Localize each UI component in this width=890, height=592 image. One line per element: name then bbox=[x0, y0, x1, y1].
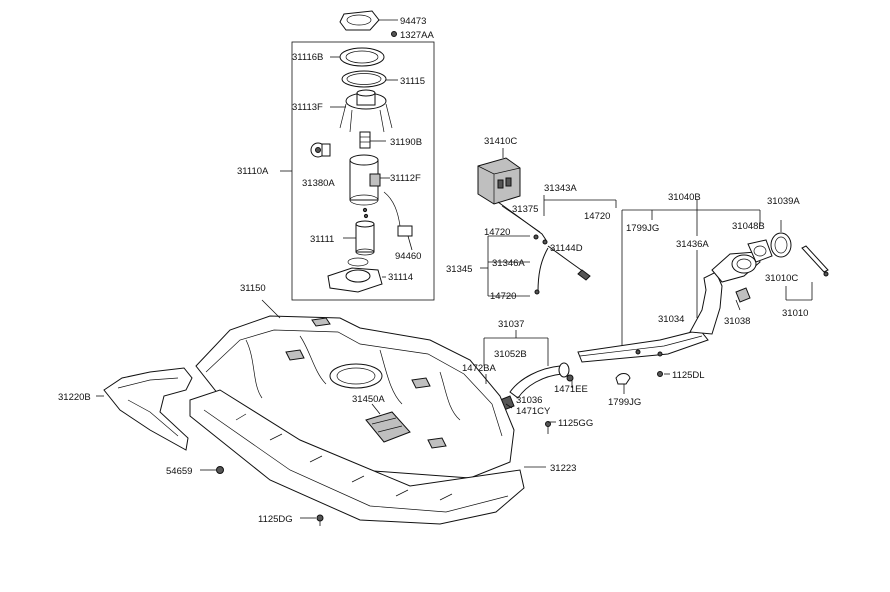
label-31116B: 31116B bbox=[292, 52, 323, 63]
label-31114: 31114 bbox=[388, 272, 413, 283]
label-1799JG-bottom: 1799JG bbox=[608, 397, 641, 408]
bolt-1125DL bbox=[657, 371, 663, 377]
label-31346A: 31346A bbox=[492, 258, 525, 269]
pad-31450A bbox=[365, 403, 411, 443]
label-31450A: 31450A bbox=[352, 394, 385, 405]
hose-31375 bbox=[497, 201, 548, 245]
label-31040B: 31040B bbox=[668, 192, 701, 203]
bracket-lines-31037 bbox=[483, 330, 549, 366]
label-31037: 31037 bbox=[498, 319, 524, 330]
bracket-lines-31343A bbox=[543, 195, 617, 216]
clip-1799JG bbox=[615, 373, 631, 394]
label-31380A: 31380A bbox=[302, 178, 335, 189]
label-31038: 31038 bbox=[724, 316, 750, 327]
hose-31144D bbox=[547, 245, 591, 281]
filler-neck-31036 bbox=[577, 251, 761, 363]
label-1327AA: 1327AA bbox=[400, 30, 434, 41]
label-31052B: 31052B bbox=[494, 349, 527, 360]
guard-31223 bbox=[189, 389, 546, 525]
clamp-1471EE bbox=[566, 374, 574, 382]
label-54659: 54659 bbox=[166, 466, 192, 477]
label-1125DL: 1125DL bbox=[672, 370, 705, 381]
label-31223: 31223 bbox=[550, 463, 576, 474]
label-14720-bottom: 14720 bbox=[490, 291, 516, 302]
tether-31010 bbox=[785, 245, 829, 301]
gasket-plate-31116B bbox=[330, 47, 385, 67]
bolt-1125DG bbox=[316, 514, 324, 526]
label-31112F: 31112F bbox=[390, 173, 421, 184]
bracket-31114 bbox=[327, 257, 386, 293]
bracket-lines-31345 bbox=[480, 235, 530, 297]
label-1471EE: 1471EE bbox=[554, 384, 588, 395]
label-1125DG: 1125DG bbox=[258, 514, 293, 525]
connector-31410C bbox=[477, 148, 521, 205]
label-31375: 31375 bbox=[512, 204, 538, 215]
label-31039A: 31039A bbox=[767, 196, 800, 207]
label-31115: 31115 bbox=[400, 76, 425, 87]
cap-31010C bbox=[770, 220, 792, 258]
filter-31190B bbox=[359, 131, 386, 149]
label-1125GG: 1125GG bbox=[558, 418, 593, 429]
label-31113F: 31113F bbox=[292, 102, 323, 113]
label-94460: 94460 bbox=[395, 251, 421, 262]
label-31111: 31111 bbox=[310, 234, 334, 245]
nut-54659 bbox=[216, 466, 224, 474]
label-31150: 31150 bbox=[240, 283, 266, 294]
label-31220B: 31220B bbox=[58, 392, 91, 403]
label-31436A: 31436A bbox=[676, 239, 709, 250]
label-1472BA: 1472BA bbox=[462, 363, 496, 374]
bolt-1125GG bbox=[545, 421, 551, 434]
pump-flange-31113F bbox=[330, 89, 393, 133]
label-31190B: 31190B bbox=[390, 137, 422, 148]
hose-31346A bbox=[534, 247, 549, 295]
shield-31220B bbox=[103, 367, 193, 451]
label-31010: 31010 bbox=[782, 308, 808, 319]
harness-94460 bbox=[383, 191, 413, 251]
bolt-1327AA bbox=[391, 31, 397, 37]
regulator-31380A bbox=[310, 142, 331, 158]
label-31048B: 31048B bbox=[732, 221, 765, 232]
label-1799JG-top: 1799JG bbox=[626, 223, 659, 234]
label-31144D: 31144D bbox=[550, 243, 583, 254]
label-plate-31038 bbox=[735, 287, 751, 303]
filler-bracket-31040B bbox=[621, 200, 761, 346]
gasket-31048B bbox=[747, 239, 773, 263]
strainer-31111 bbox=[343, 220, 375, 256]
label-94473: 94473 bbox=[400, 16, 426, 27]
label-31345: 31345 bbox=[446, 264, 472, 275]
label-14720-left: 14720 bbox=[484, 227, 510, 238]
cover-plate-94473 bbox=[339, 10, 398, 31]
pump-body-31112F bbox=[349, 154, 390, 206]
ring-31115 bbox=[341, 70, 398, 88]
label-14720-top: 14720 bbox=[584, 211, 610, 222]
label-31343A: 31343A bbox=[544, 183, 577, 194]
label-31410C: 31410C bbox=[484, 136, 517, 147]
label-31110A: 31110A bbox=[237, 166, 269, 177]
label-1471CY: 1471CY bbox=[516, 406, 551, 417]
label-31036: 31036 bbox=[516, 395, 542, 406]
label-31034: 31034 bbox=[658, 314, 684, 325]
label-31010C: 31010C bbox=[765, 273, 798, 284]
